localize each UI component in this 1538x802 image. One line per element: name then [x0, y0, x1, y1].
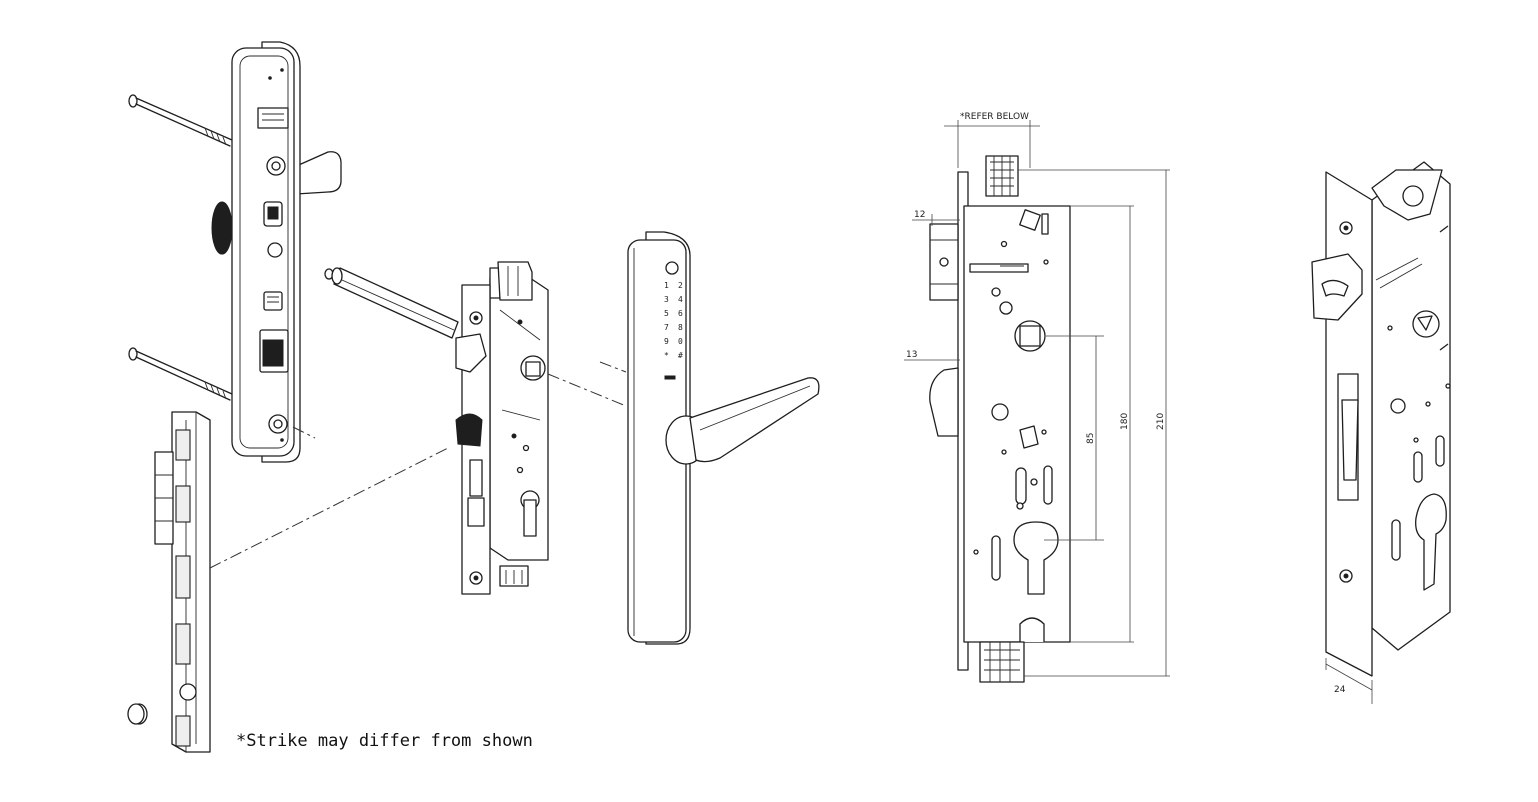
keypad-key: 8	[678, 323, 683, 332]
keypad-key: 9	[664, 337, 669, 346]
lock-case	[963, 205, 1071, 643]
latch-bolt	[929, 223, 959, 301]
strike-note: *Strike may differ from shown	[236, 731, 533, 751]
keypad-key: 6	[678, 309, 683, 318]
hook-bolt	[929, 367, 959, 437]
svg-text:13: 13	[906, 350, 917, 360]
keypad-key: 0	[678, 337, 683, 346]
fixing-screw-top	[128, 94, 233, 147]
svg-text:180: 180	[1120, 413, 1130, 430]
dim-85: 85	[1044, 335, 1104, 541]
outside-lever	[665, 377, 820, 465]
mortise-lock-body	[455, 261, 549, 595]
inside-escutcheon	[231, 41, 301, 463]
strike-plate	[154, 411, 211, 753]
svg-text:210: 210	[1156, 413, 1166, 430]
dim-13: 13	[904, 350, 960, 361]
keypad-key: 3	[664, 295, 669, 304]
svg-text:24: 24	[1334, 685, 1346, 695]
svg-text:85: 85	[1086, 433, 1096, 444]
keypad-key: 2	[678, 281, 683, 290]
alignment-lines	[209, 361, 627, 569]
screw-cap	[127, 703, 148, 725]
refer-below-label: *REFER BELOW	[960, 112, 1029, 122]
spindle	[324, 267, 459, 339]
dim-12: 12	[912, 210, 960, 226]
keypad-key: #	[678, 351, 683, 360]
dimension-drawing: *REFER BELOW	[904, 112, 1170, 683]
keypad-key: 4	[678, 295, 683, 304]
keypad-key: 5	[664, 309, 669, 318]
top-shootbolt	[985, 155, 1019, 197]
keypad-key: 7	[664, 323, 669, 332]
keypad-indicator	[664, 375, 676, 380]
keypad-key: *	[664, 351, 669, 360]
dim-210: 210	[1018, 169, 1170, 677]
fixing-screw-bottom	[128, 347, 233, 401]
inside-handle	[211, 151, 342, 255]
dim-24: 24	[1325, 658, 1373, 704]
svg-text:12: 12	[914, 210, 925, 220]
isometric-view: 24	[1311, 161, 1451, 704]
dim-180: 180	[1070, 205, 1134, 643]
bottom-shootbolt	[979, 641, 1025, 683]
keypad-key: 1	[664, 281, 669, 290]
